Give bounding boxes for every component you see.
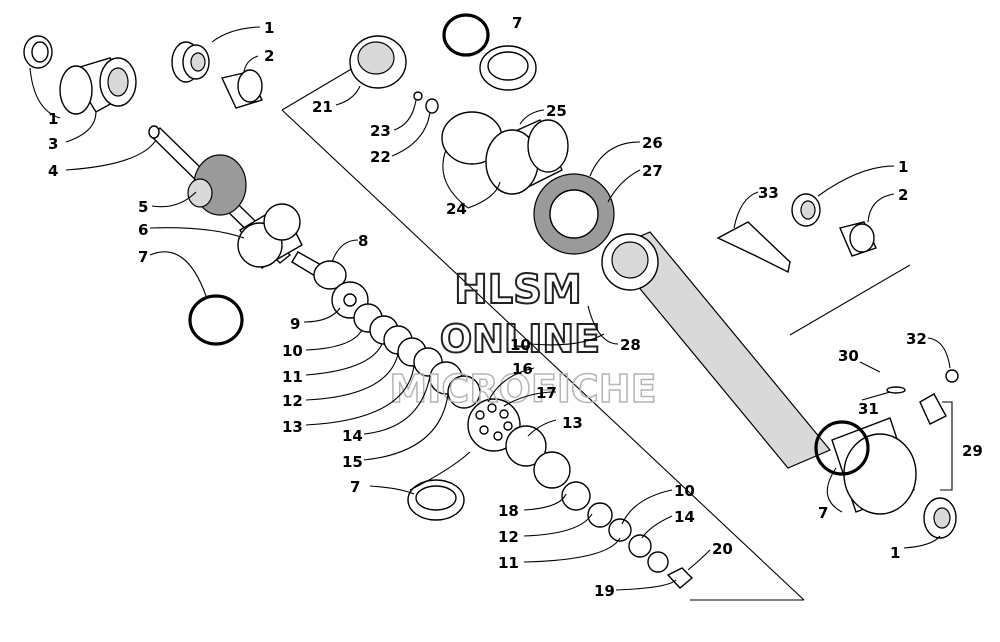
shim-stack-left [331,281,481,409]
valve-parts-29-31-32 [886,369,959,425]
callout-15: 15 [342,453,363,471]
sleeve-part-2-right [839,221,877,257]
bushing-part-1-right [791,193,821,227]
callout-25: 25 [546,102,567,120]
callout-27: 27 [642,162,663,180]
eyelet-part-3 [59,57,137,115]
callout-19: 19 [594,582,615,600]
callout-10: 10 [510,336,531,354]
callout-16: 16 [512,360,533,378]
callout-1: 1 [48,110,58,128]
bumper-part-5 [187,154,247,216]
callout-11: 11 [498,554,519,572]
callout-7: 7 [512,14,522,32]
callout-10: 10 [282,342,303,360]
watermark-line1: HLSM [454,267,582,313]
bushing-part-1-top [171,41,210,83]
callout-4: 4 [48,162,58,180]
callout-2: 2 [898,186,908,204]
callout-labels: 1 2 1 3 4 5 6 7 8 9 10 11 12 13 14 15 7 … [48,14,983,600]
callout-11: 11 [282,368,303,386]
callout-14: 14 [342,427,363,445]
callout-21: 21 [312,98,333,116]
callout-7: 7 [818,504,828,522]
seal-head-part-21 [349,35,407,89]
callout-17: 17 [536,384,557,402]
shock-body-part-28 [601,231,831,469]
callout-22: 22 [370,148,391,166]
threaded-tip-part-8 [291,251,347,290]
watermark-line2: ONLINE [440,317,600,361]
callout-13: 13 [282,418,303,436]
leader-lines [29,26,953,591]
callout-9: 9 [290,315,300,333]
callout-2: 2 [264,47,274,65]
callout-8: 8 [358,232,368,250]
watermark-line3: MICROFICHE [389,367,656,411]
o-ring-part-7-top [442,13,490,57]
callout-28: 28 [620,336,641,354]
callout-14: 14 [674,508,695,526]
callout-24: 24 [446,200,467,218]
callout-26: 26 [642,134,663,152]
callout-1: 1 [890,544,900,562]
body-cap-part-6 [237,203,303,269]
callout-32: 32 [906,330,927,348]
bearing-part-25 [485,119,569,195]
callout-7: 7 [138,248,148,266]
callout-1: 1 [898,158,908,176]
callout-23: 23 [370,122,391,140]
callout-5: 5 [138,198,148,216]
callout-18: 18 [498,502,519,520]
bushing-part-1-bottom [923,497,957,539]
small-parts-22-23 [413,91,439,114]
sleeve-part-2-top [220,69,263,109]
spring-collar-part-26-27 [533,173,615,255]
callout-10: 10 [674,482,695,500]
piston-ring-part-7 [407,479,465,521]
callout-13: 13 [562,414,583,432]
shield-part-33 [716,221,791,274]
nut-part-19 [666,567,694,589]
callout-3: 3 [48,135,58,153]
callout-29: 29 [962,442,983,460]
ring-part-7-top [479,45,537,91]
end-cap-part-7-right [831,417,917,515]
bushing-part-1-topleft [23,35,53,69]
o-ring-part-7-left [188,294,244,346]
callout-12: 12 [282,392,303,410]
callout-12: 12 [498,528,519,546]
callout-6: 6 [138,221,148,239]
o-ring-part-7-right [814,420,870,476]
callout-7: 7 [350,478,360,496]
callout-30: 30 [838,347,859,365]
callout-31: 31 [858,400,879,418]
callout-33: 33 [758,184,779,202]
callout-1: 1 [264,19,274,37]
watermark: HLSM ONLINE MICROFICHE [389,266,658,412]
shim-stack-right [505,425,694,589]
callout-20: 20 [712,540,733,558]
